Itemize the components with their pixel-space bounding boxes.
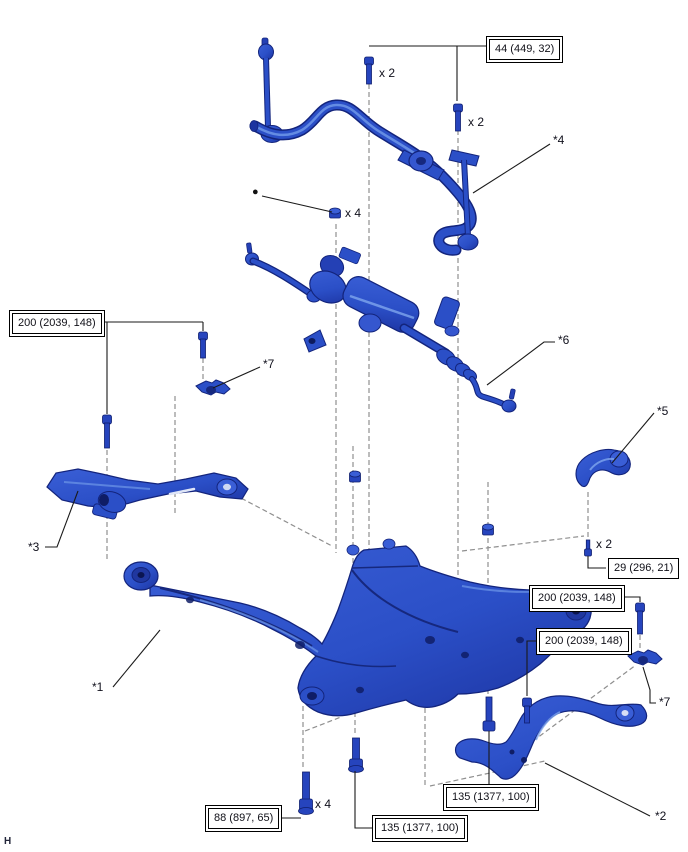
callout-part-6: *6: [558, 333, 570, 347]
callout-part-1: *1: [92, 680, 104, 694]
leader-lines: [45, 45, 656, 829]
torque-label-crossmember-left: 200 (2039, 148): [12, 313, 102, 334]
torque-label-stopper-bolt: 29 (296, 21): [608, 558, 680, 579]
torque-label-crossmember-right-lower: 200 (2039, 148): [539, 631, 629, 652]
bullet-marker: ●: [252, 186, 259, 198]
quantity-top-left: x 2: [379, 66, 396, 80]
callout-part-3: *3: [28, 540, 40, 554]
callout-part-7-right: *7: [659, 695, 671, 709]
quantity-top-right: x 2: [468, 115, 485, 129]
control-arm-right: [454, 695, 648, 780]
torque-label-arm-front-right: 135 (1377, 100): [446, 787, 536, 808]
steering-gear: [245, 242, 517, 413]
bracket-part-5: [575, 448, 631, 488]
stabilizer-link-right: [448, 149, 480, 251]
page-marker: H: [4, 836, 12, 847]
torque-label-arm-front-center: 135 (1377, 100): [375, 818, 465, 839]
callout-part-7-left: *7: [263, 357, 275, 371]
rack-boot: [436, 348, 478, 382]
torque-label-crossmember-right-upper: 200 (2039, 148): [532, 588, 622, 609]
nut: [329, 207, 494, 536]
callout-part-4: *4: [553, 133, 565, 147]
control-arm-left: [46, 468, 249, 520]
stabilizer-bushing-bracket: [397, 149, 445, 181]
crossmember: [123, 538, 592, 717]
quantity-gear-nuts: x 4: [345, 206, 362, 220]
torque-label-gear-set-bolt: 88 (897, 65): [208, 808, 280, 829]
quantity-stopper: x 2: [596, 537, 613, 551]
bolt: [102, 56, 645, 815]
callout-part-5: *5: [657, 404, 669, 418]
callout-part-2: *2: [655, 809, 667, 823]
quantity-bottom: x 4: [315, 797, 332, 811]
torque-label-stabilizer-bracket: 44 (449, 32): [489, 39, 561, 60]
clamp-right: [627, 649, 663, 666]
